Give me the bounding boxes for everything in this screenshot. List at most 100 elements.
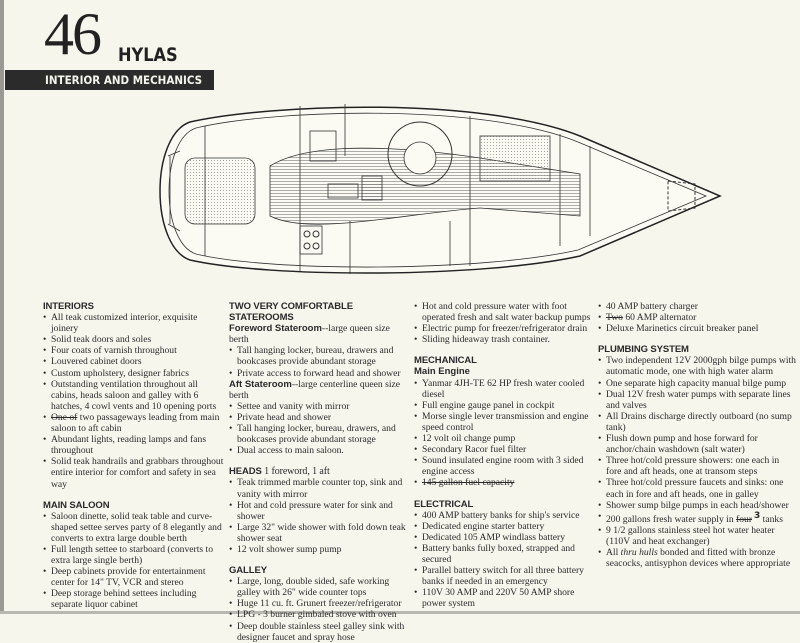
subsection-title-aft-stateroom: Aft Stateroom--large centerline queen si… [229,379,409,401]
section-gap [229,555,409,565]
section-heading-two-very-comfortable-staterooms: TWO VERY COMFORTABLE STATEROOMS [229,301,409,323]
companionway-steps [361,175,383,201]
list-item: Yanmar 4JH-TE 62 HP fresh water cooled d… [414,378,594,400]
section-heading-electrical: ELECTRICAL [414,499,594,510]
list-item: Parallel battery switch for all three ba… [414,565,594,587]
list-item: Electric pump for freezer/refrigerator d… [414,323,594,334]
list-item: Hot and cold pressure water for sink and… [229,500,409,522]
list-item: Deep storage behind settees including se… [43,588,225,610]
bullet-list: Yanmar 4JH-TE 62 HP fresh water cooled d… [414,378,594,489]
section-heading-galley: GALLEY [229,565,409,576]
list-item: Solid teak doors and soles [43,334,225,345]
section-gap [43,490,225,500]
item-text: Electric pump for freezer/refrigerator d… [422,323,588,335]
section-gap [229,456,409,466]
item-text: Private access to forward head and showe… [237,367,401,379]
struck-text: Two [606,312,623,324]
hull-inner-line [168,112,708,268]
item-text: Large 32" wide shower with fold down tea… [237,521,406,544]
bullet-list: All teak customized interior, exquisite … [43,312,225,490]
item-text: Parallel battery switch for all three ba… [422,565,584,588]
forward-berth [479,135,551,182]
list-item: Three hot/cold pressure faucets and sink… [598,477,796,499]
list-item: Private head and shower [229,412,409,423]
item-text: One separate high capacity manual bilge … [606,377,787,389]
section-heading-plumbing-system: PLUMBING SYSTEM [598,344,796,355]
item-text: Sound insulated engine room with 3 sided… [422,455,584,478]
list-item: Tall hanging locker, bureau, drawers and… [229,345,409,367]
section-heading-mechanical: MECHANICAL [414,355,594,366]
section-gap [414,345,594,355]
heading-text: MAIN SALOON [43,499,110,511]
heading-text: HEADS [229,466,262,478]
subsection-title-main-engine: Main Engine [414,366,594,377]
item-text: two passageways leading from main saloon… [51,411,220,435]
list-item: Dual 12V fresh water pumps with separate… [598,389,796,411]
item-text: Deep cabinets provide for entertainment … [51,566,206,589]
list-item: Sliding hideaway trash container. [414,334,594,345]
list-item: Flush down pump and hose forward for anc… [598,433,796,455]
item-text: 200 gallons fresh water supply in [606,513,737,525]
item-text: tanks [760,513,783,525]
subsection-title: Foreword Stateroom [229,323,322,335]
list-item: Tall hanging locker, bureau, drawers, an… [229,423,409,445]
list-item: Outstanding ventilation throughout all c… [43,379,225,412]
list-item: Louvered cabinet doors [43,356,225,367]
item-text: Settee and vanity with mirror [237,400,350,412]
dinette-table [403,141,437,175]
item-text: Private head and shower [237,411,332,423]
struck-text: four [736,513,753,525]
list-item: Full engine gauge panel in cockpit [414,400,594,411]
item-text: Solid teak doors and soles [51,334,152,346]
bullet-list: Hot and cold pressure water with foot op… [414,301,594,345]
struck-text: 145 gallon fuel capacity [422,477,515,489]
list-item: 110V 30 AMP and 220V 50 AMP shore power … [414,587,594,609]
section-gap [414,489,594,499]
struck-text: One of [51,411,78,423]
bullet-list: 40 AMP battery chargerTwo 60 AMP alterna… [598,301,796,334]
banner-text: INTERIOR AND MECHANICS [45,73,203,87]
list-item: LPG - 3 burner gimbaled stove with oven [229,609,409,620]
list-item: All Drains discharge directly outboard (… [598,411,796,433]
item-text: Solid teak handrails and grabbars throug… [51,456,224,490]
item-text: Hot and cold pressure water with foot op… [422,301,591,324]
list-item: Three hot/cold pressure showers: one eac… [598,455,796,477]
bullet-list: Teak trimmed marble counter top, sink an… [229,477,409,555]
item-text: Full engine gauge panel in cockpit [422,399,555,411]
list-item: Sound insulated engine room with 3 sided… [414,455,594,477]
item-text: Deep double stainless steel galley sink … [237,620,405,643]
list-item: Deluxe Marinetics circuit breaker panel [598,323,796,334]
heading-text: TWO VERY COMFORTABLE STATEROOMS [229,301,353,324]
heading-text: GALLEY [229,565,267,577]
bullet-list: Large, long, double sided, safe working … [229,576,409,643]
item-text: Morse single lever transmission and engi… [422,410,589,433]
list-item: 40 AMP battery charger [598,301,796,312]
item-text: Four coats of varnish throughout [51,345,177,357]
item-text: Secondary Racor fuel filter [422,444,527,456]
subsection-title: Aft Stateroom [229,378,292,390]
item-text: 12 volt oil change pump [422,433,516,445]
column-1: INTERIORSAll teak customized interior, e… [43,301,225,611]
section-banner: INTERIOR AND MECHANICS [5,70,214,90]
item-text: All [606,547,621,559]
item-text: 110V 30 AMP and 220V 50 AMP shore power … [422,587,575,610]
subsection-detail: --large queen size berth [229,323,390,346]
item-text: LPG - 3 burner gimbaled stove with oven [237,609,397,621]
item-text: Three hot/cold pressure showers: one eac… [606,455,780,478]
list-item: One of two passageways leading from main… [43,412,225,434]
list-item: One separate high capacity manual bilge … [598,378,796,389]
item-text: Custom upholstery, designer fabrics [51,367,189,379]
item-text: Saloon dinette, solid teak table and cur… [51,510,222,544]
scan-edge [0,0,4,614]
model-number: 46 [44,1,102,67]
item-text: thru hulls [620,547,658,559]
list-item: Four coats of varnish throughout [43,345,225,356]
section-heading-interiors: INTERIORS [43,301,225,312]
item-text: Teak trimmed marble counter top, sink an… [237,477,403,500]
item-text: Battery banks fully boxed, strapped and … [422,542,575,565]
item-text: Three hot/cold pressure faucets and sink… [606,477,784,500]
list-item: 12 volt shower sump pump [229,544,409,555]
item-text: Two independent 12V 2000gph bilge pumps … [606,355,796,378]
item-text: Full length settee to starboard (convert… [51,543,213,567]
list-item: Large, long, double sided, safe working … [229,576,409,598]
